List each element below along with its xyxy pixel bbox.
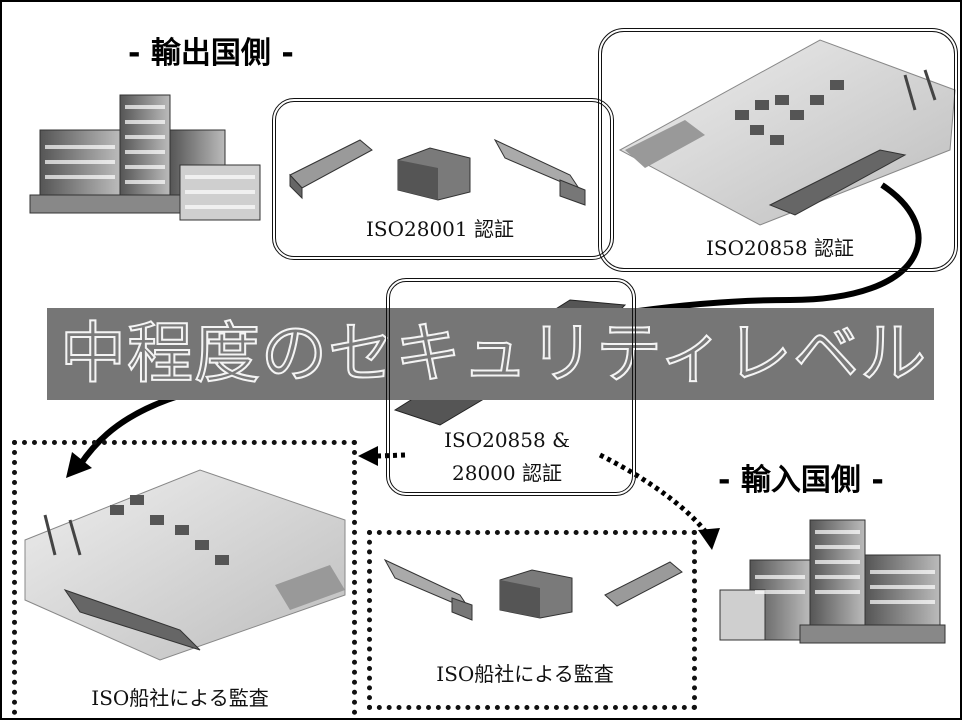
port-illustration-top: [618, 39, 956, 226]
dotted-arrow-left-head: [358, 446, 378, 466]
iso20858-28000-box: [386, 278, 636, 496]
iso20858-28000-label-line2: 28000 認証: [452, 461, 562, 485]
bottom-audit-illustrations: [383, 558, 683, 621]
importer-buildings: [719, 519, 946, 644]
port-illustration-bottom: [24, 469, 346, 661]
iso28001-illustrations: [289, 138, 586, 206]
iso28001-label: ISO28001 認証: [366, 217, 514, 241]
iso28001-box: [272, 98, 614, 260]
exporter-side-heading: - 輸出国側 -: [128, 36, 294, 71]
security-level-banner: [47, 308, 934, 400]
audit-bottom-label: ISO船社による監査: [436, 662, 614, 686]
iso20858-label: ISO20858 認証: [706, 236, 854, 260]
importer-side-heading: - 輸入国側 -: [718, 463, 884, 498]
audit-box-bottom: [367, 530, 697, 710]
main-route-arrowhead: [66, 452, 92, 478]
security-level-text: 中程度のセキュリティレベル: [59, 314, 928, 393]
audit-left-label: ISO船社による監査: [91, 686, 269, 710]
dotted-arrow-right: [598, 452, 711, 537]
iso20858-28000-label-line1: ISO20858 &: [444, 428, 570, 452]
dotted-arrow-right-head: [698, 528, 720, 550]
iso20858-box: [598, 28, 958, 272]
audit-box-left: [12, 440, 357, 720]
exporter-buildings: [29, 94, 261, 221]
